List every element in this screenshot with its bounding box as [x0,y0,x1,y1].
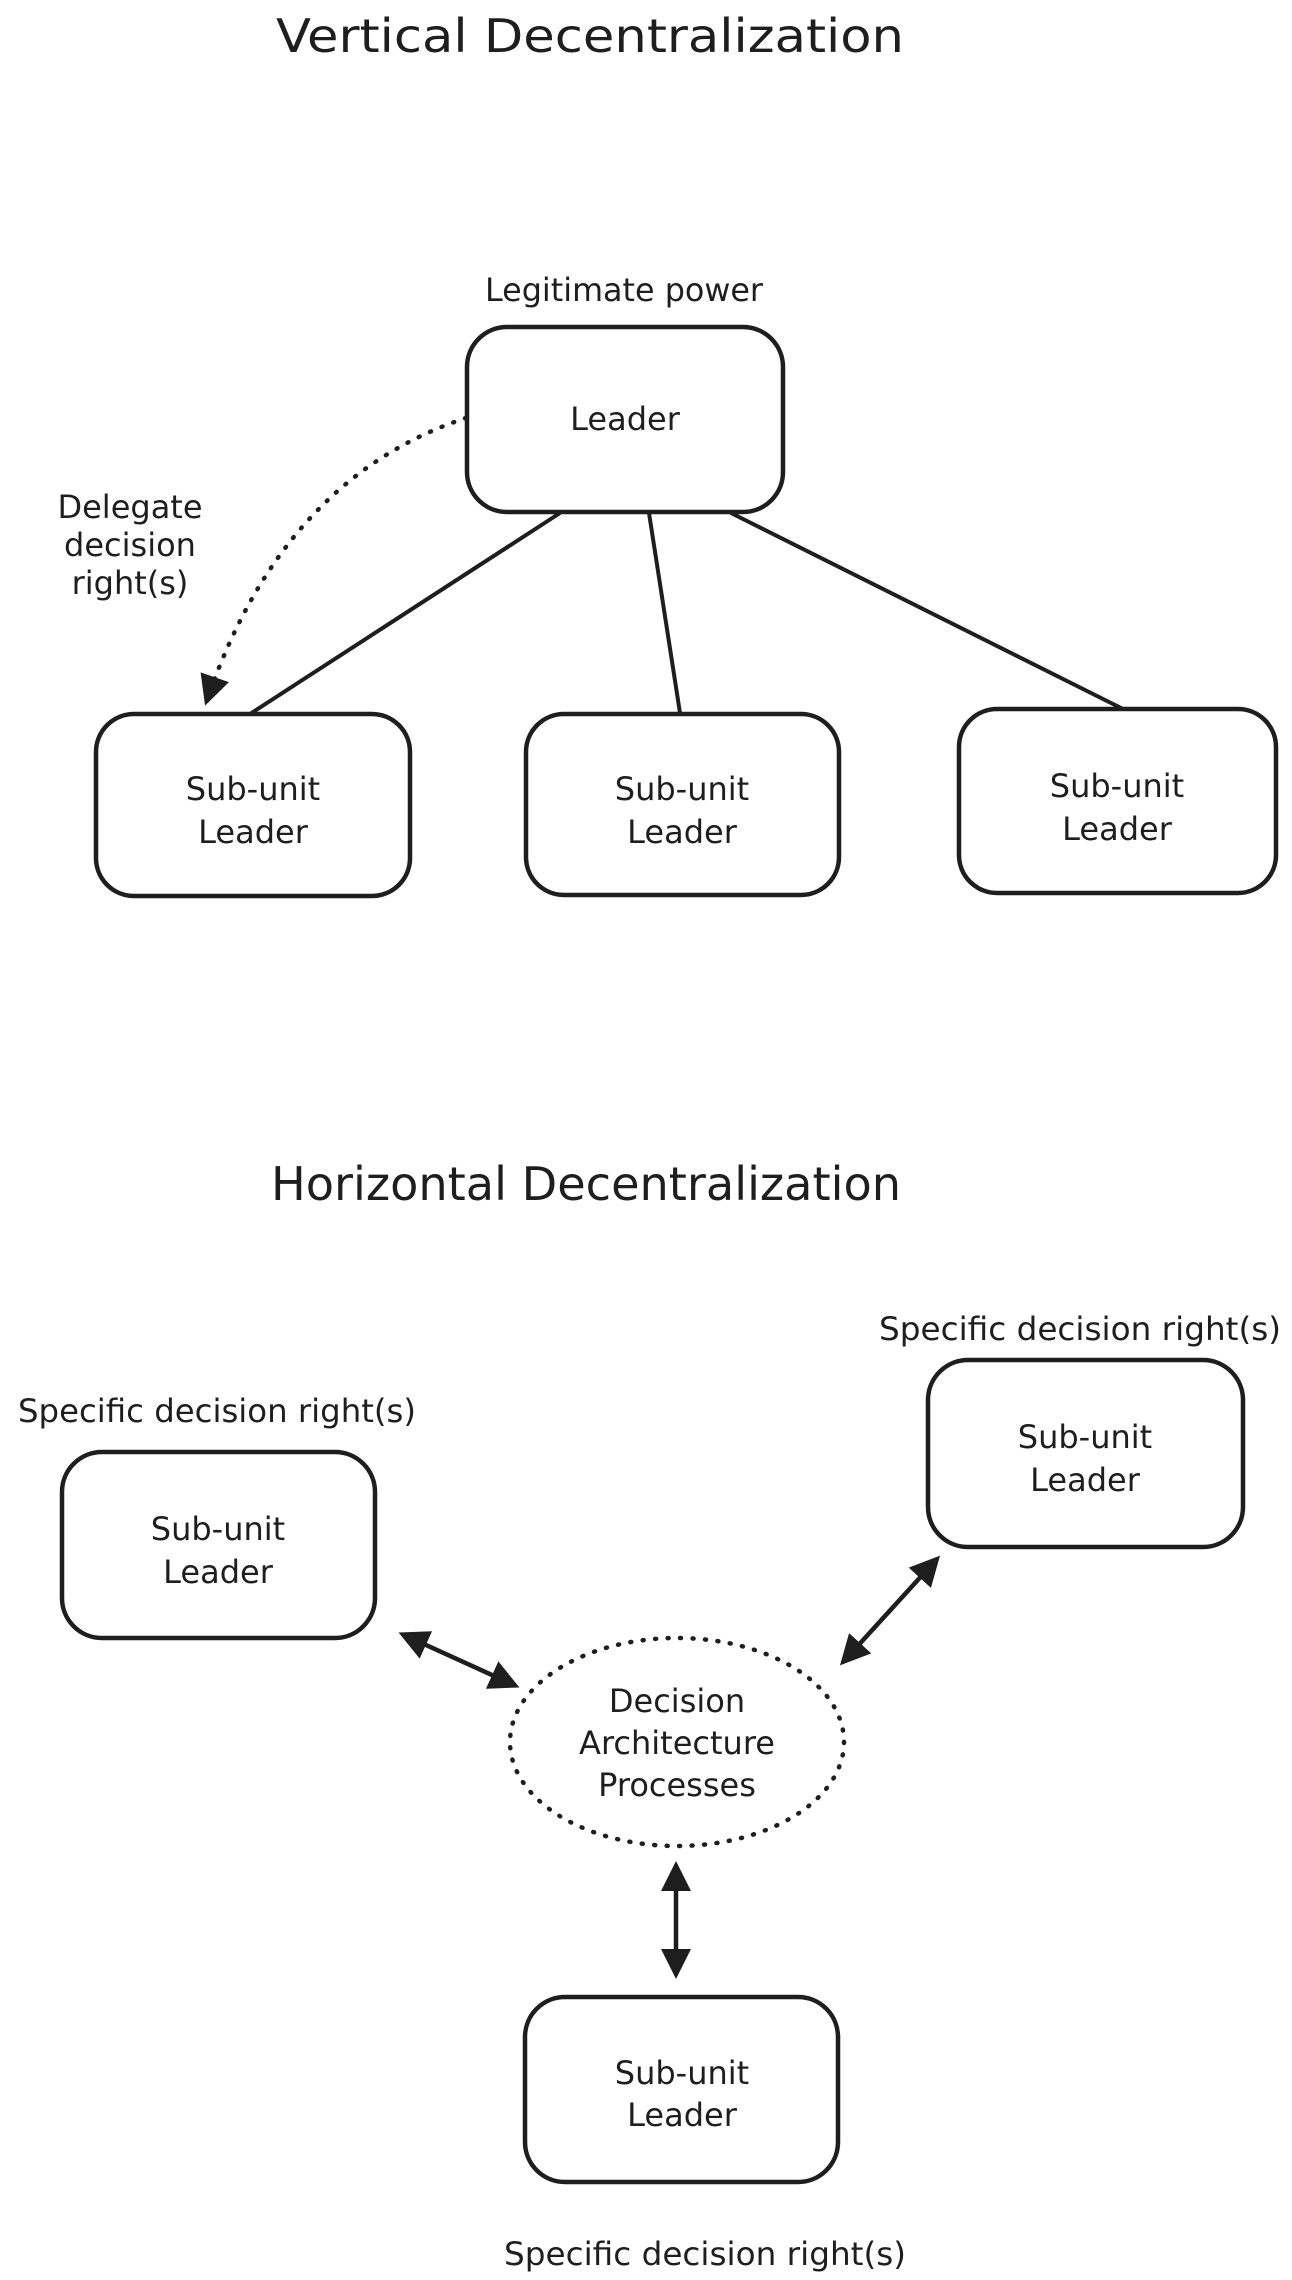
vertical-decentralization-section: Vertical Decentralization Legitimate pow… [57,9,1279,899]
subunit-box-left-line2: Leader [163,1553,274,1591]
delegate-decision-rights-label: Delegate decision right(s) [57,488,202,602]
leader-box-shape [464,324,786,515]
subunit-box-3-line1: Sub-unit [1050,767,1184,805]
decision-architecture-ellipse: Decision Architecture Processes [507,1635,847,1849]
specific-decision-rights-label-left: Specific decision right(s) [18,1392,416,1430]
subunit-box-bottom-line2: Leader [627,2096,738,2134]
delegate-label-line2: decision [64,526,196,564]
delegate-dotted-arrow [200,415,469,706]
subunit-box-3-shape [956,706,1279,896]
specific-decision-rights-label-right: Specific decision right(s) [879,1310,1281,1348]
leader-to-subunit1-connector [248,511,562,716]
subunit-leader-box-2: Sub-unit Leader [523,711,842,898]
subunit-box-bottom-line1: Sub-unit [615,2054,749,2092]
leader-box-label: Leader [570,400,681,438]
delegate-label-line1: Delegate [57,488,202,526]
subunit-leader-box-1: Sub-unit Leader [93,711,413,899]
subunit-box-1-line2: Leader [198,813,309,851]
leader-box: Leader [464,324,786,515]
subunit-box-left-shape [59,1449,378,1641]
subunit-box-1-shape [93,711,413,899]
decision-ellipse-shape [507,1635,847,1849]
subunit-leader-box-left: Sub-unit Leader [59,1449,378,1641]
subunit-box-right-shape [925,1357,1246,1550]
subunit-leader-box-bottom: Sub-unit Leader [522,1994,841,2185]
decision-ellipse-line2: Architecture [579,1724,775,1762]
right-box-ellipse-arrow [839,1555,941,1666]
subunit-box-2-line1: Sub-unit [615,770,749,808]
specific-decision-rights-label-bottom: Specific decision right(s) [504,2235,906,2273]
horizontal-decentralization-section: Horizontal Decentralization Specific dec… [18,1157,1281,2273]
subunit-box-right-line2: Leader [1030,1461,1141,1499]
subunit-box-left-line1: Sub-unit [151,1510,285,1548]
subunit-box-right-line1: Sub-unit [1018,1418,1152,1456]
decision-ellipse-line3: Processes [598,1766,756,1804]
leader-to-subunit3-connector [730,511,1126,712]
vertical-section-title: Vertical Decentralization [276,9,904,63]
left-box-ellipse-arrow [398,1631,520,1689]
legitimate-power-label: Legitimate power [485,271,764,309]
subunit-box-1-line1: Sub-unit [186,770,320,808]
subunit-box-2-line2: Leader [627,813,738,851]
subunit-leader-box-3: Sub-unit Leader [956,706,1279,896]
subunit-box-2-shape [523,711,842,898]
decision-ellipse-line1: Decision [609,1682,745,1720]
subunit-leader-box-right: Sub-unit Leader [925,1357,1246,1550]
delegate-label-line3: right(s) [72,564,189,602]
leader-to-subunit2-connector [647,512,682,714]
subunit-box-3-line2: Leader [1062,810,1173,848]
horizontal-section-title: Horizontal Decentralization [271,1157,901,1211]
subunit-box-bottom-shape [522,1994,841,2185]
